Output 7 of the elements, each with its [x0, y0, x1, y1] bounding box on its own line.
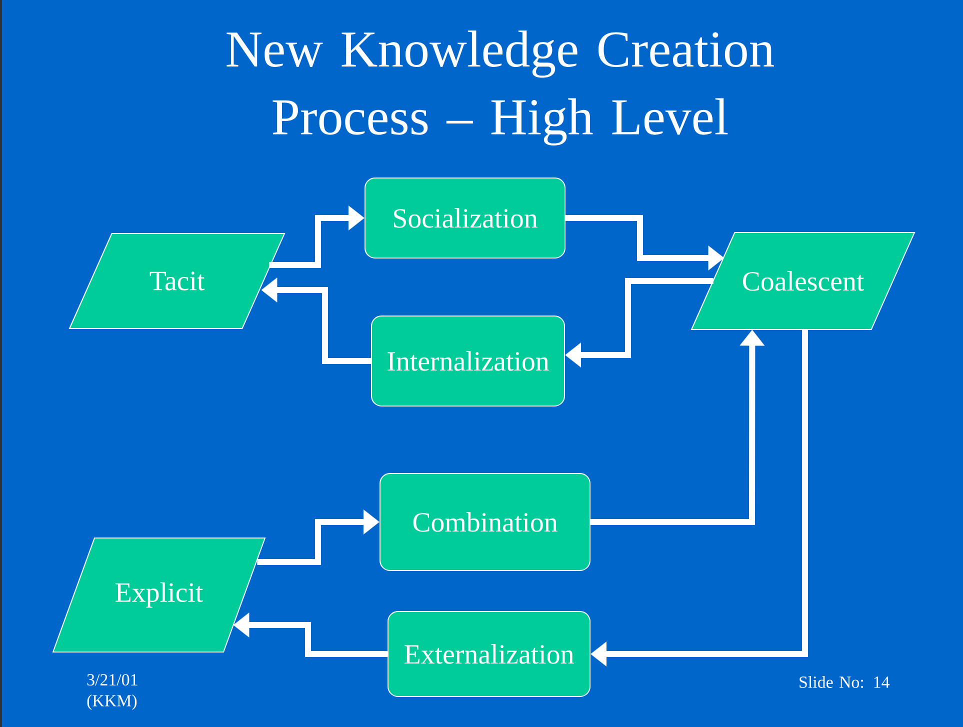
footer-text: Slide No: 14: [800, 676, 890, 688]
process-box: Socialization: [364, 178, 566, 258]
process-box: Combination: [380, 473, 590, 571]
process-box: Internalization: [371, 316, 565, 406]
title: New Knowledge Creation Process – High Level: [226, 30, 774, 146]
process-box: Externalization: [388, 611, 590, 697]
footer-text: 3/21/01 (KKM): [87, 674, 138, 710]
